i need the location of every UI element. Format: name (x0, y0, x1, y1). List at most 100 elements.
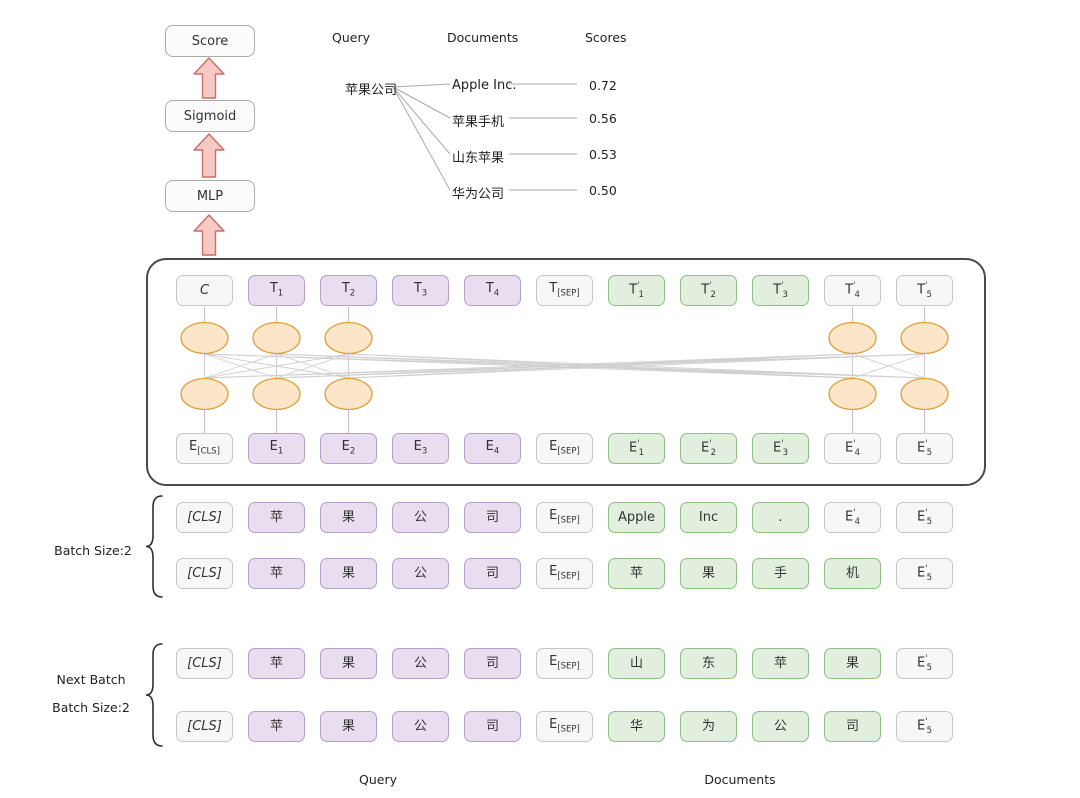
batch2-brace-icon (145, 643, 163, 747)
relevance-line (392, 83, 451, 88)
flow-arrow-icon (193, 57, 225, 99)
token: E'4 (824, 433, 881, 464)
footer-documents-label: Documents (704, 772, 776, 787)
flow-arrow-icon (193, 133, 225, 178)
token: 公 (392, 558, 449, 589)
ranking-header-documents: Documents (447, 30, 519, 45)
token: T1 (248, 275, 305, 306)
token: E'5 (896, 648, 953, 679)
sigmoid-box-label: Sigmoid (183, 108, 237, 124)
token: 公 (392, 502, 449, 533)
document-label: 苹果手机 (452, 115, 505, 130)
flow-arrow-icon (193, 214, 225, 256)
ranking-header-query: Query (332, 30, 370, 45)
relevance-line (392, 86, 451, 155)
document-label: 华为公司 (452, 187, 505, 202)
token: 为 (680, 711, 737, 742)
token: T'2 (680, 275, 737, 306)
token: E1 (248, 433, 305, 464)
token: E[SEP] (536, 502, 593, 533)
token: 苹 (752, 648, 809, 679)
relevance-line (392, 86, 451, 191)
token: T'5 (896, 275, 953, 306)
score-value: 0.50 (589, 183, 617, 198)
score-value: 0.56 (589, 111, 617, 126)
token: 苹 (248, 711, 305, 742)
token: 苹 (608, 558, 665, 589)
score-box-label: Score (191, 33, 229, 49)
token: E'5 (896, 558, 953, 589)
token: Apple (608, 502, 665, 533)
next-batch-label: Next Batch (56, 672, 126, 687)
token: 司 (464, 648, 521, 679)
token: T3 (392, 275, 449, 306)
token: T'4 (824, 275, 881, 306)
ranking-query-text: 苹果公司 (345, 83, 398, 98)
token: 果 (680, 558, 737, 589)
batch1-size-label: Batch Size:2 (54, 543, 132, 558)
token: 果 (320, 502, 377, 533)
token: E'5 (896, 433, 953, 464)
token: 苹 (248, 502, 305, 533)
token: 苹 (248, 558, 305, 589)
token: E[SEP] (536, 433, 593, 464)
token: 公 (752, 711, 809, 742)
token: 苹 (248, 648, 305, 679)
token: 华 (608, 711, 665, 742)
sigmoid-box: Sigmoid (165, 100, 255, 132)
token: 司 (464, 502, 521, 533)
token: 机 (824, 558, 881, 589)
token: 司 (824, 711, 881, 742)
mlp-box-label: MLP (196, 188, 224, 204)
token: E[CLS] (176, 433, 233, 464)
token: 东 (680, 648, 737, 679)
batch2-size-label: Batch Size:2 (52, 700, 130, 715)
token: E'5 (896, 711, 953, 742)
token: T[SEP] (536, 275, 593, 306)
token: E2 (320, 433, 377, 464)
score-value: 0.72 (589, 78, 617, 93)
token: . (752, 502, 809, 533)
document-label: 山东苹果 (452, 151, 505, 166)
token: 果 (824, 648, 881, 679)
token: E'4 (824, 502, 881, 533)
score-value: 0.53 (589, 147, 617, 162)
token: E'3 (752, 433, 809, 464)
ranking-header-scores: Scores (585, 30, 627, 45)
token: C (176, 275, 233, 306)
token: E4 (464, 433, 521, 464)
token: E[SEP] (536, 558, 593, 589)
token: 公 (392, 648, 449, 679)
relevance-line (392, 86, 451, 119)
token: 公 (392, 711, 449, 742)
document-label: Apple Inc. (452, 78, 517, 93)
token: [CLS] (176, 648, 233, 679)
token: [CLS] (176, 502, 233, 533)
token: T'1 (608, 275, 665, 306)
token: 手 (752, 558, 809, 589)
mlp-box: MLP (165, 180, 255, 212)
token: E[SEP] (536, 711, 593, 742)
token: 司 (464, 711, 521, 742)
token: E'5 (896, 502, 953, 533)
footer-query-label: Query (359, 772, 397, 787)
token: E3 (392, 433, 449, 464)
token: E'1 (608, 433, 665, 464)
token: T'3 (752, 275, 809, 306)
token: 司 (464, 558, 521, 589)
token: [CLS] (176, 558, 233, 589)
token: 果 (320, 558, 377, 589)
token: [CLS] (176, 711, 233, 742)
token: 果 (320, 711, 377, 742)
batch1-brace-icon (145, 495, 163, 598)
token: 果 (320, 648, 377, 679)
token: 山 (608, 648, 665, 679)
token: T4 (464, 275, 521, 306)
